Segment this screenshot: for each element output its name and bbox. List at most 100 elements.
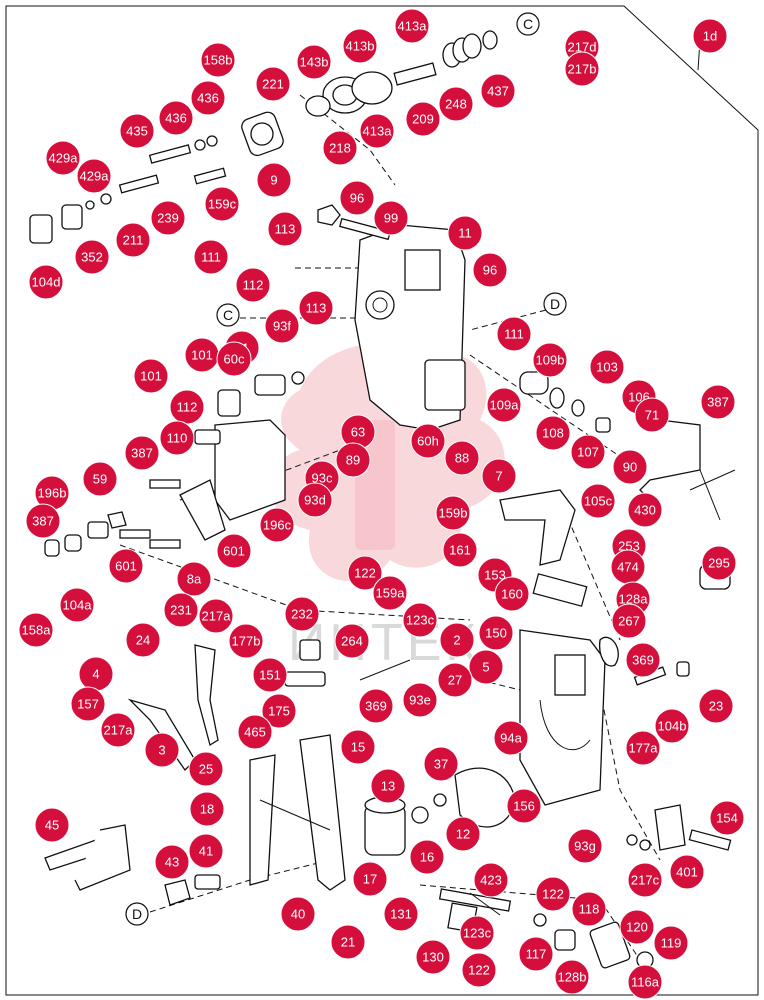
part-callout-107: 107 [570, 434, 606, 470]
part-callout-label: 143b [300, 55, 329, 70]
reference-marker-d-right: D [543, 292, 567, 316]
svg-text:D: D [550, 296, 560, 312]
part-callout-119: 119 [653, 925, 689, 961]
part-callout-217a: 217a [100, 712, 136, 748]
part-callout-label: 369 [632, 653, 654, 668]
part-callout-369: 369 [358, 688, 394, 724]
part-callout-label: 119 [661, 936, 682, 951]
part-callout-label: 217a [202, 609, 232, 624]
part-callout-label: 159b [439, 506, 468, 521]
part-callout-label: 423 [480, 873, 502, 888]
part-callout-2: 2 [439, 622, 475, 658]
part-callout-label: 128b [558, 970, 587, 985]
part-callout-15: 15 [340, 729, 376, 765]
part-callout-161: 161 [442, 532, 478, 568]
part-callout-label: 387 [131, 446, 153, 461]
part-callout-label: 93d [304, 493, 326, 508]
part-callout-label: 18 [200, 802, 214, 817]
part-callout-label: 158b [204, 53, 233, 68]
part-callout-117: 117 [518, 936, 554, 972]
part-callout-157: 157 [70, 686, 106, 722]
part-callout-label: 111 [201, 250, 221, 265]
part-callout-label: 128a [619, 592, 649, 607]
part-callout-label: 159a [376, 586, 406, 601]
part-callout-27: 27 [437, 662, 473, 698]
part-callout-105c: 105c [580, 483, 616, 519]
part-callout-37: 37 [423, 746, 459, 782]
svg-text:C: C [223, 307, 233, 323]
part-callout-23: 23 [698, 688, 734, 724]
part-callout-154: 154 [709, 800, 745, 836]
part-callout-label: 123c [463, 926, 492, 941]
part-callout-label: 112 [243, 278, 264, 293]
part-callout-413a: 413a [359, 113, 395, 149]
part-callout-label: 465 [244, 725, 266, 740]
part-callout-label: 369 [365, 699, 387, 714]
part-callout-label: 217a [104, 723, 134, 738]
part-callout-label: 217d [568, 40, 597, 55]
part-callout-122: 122 [461, 952, 497, 988]
part-callout-label: 4 [92, 667, 99, 682]
part-callout-435: 435 [119, 113, 155, 149]
part-callout-413b: 413b [342, 28, 378, 64]
part-callout-41: 41 [188, 833, 224, 869]
part-callout-label: 157 [77, 697, 99, 712]
part-callout-211: 211 [115, 222, 151, 258]
part-callout-209: 209 [405, 101, 441, 137]
part-callout-label: 23 [709, 699, 723, 714]
part-callout-401: 401 [669, 854, 705, 890]
part-callout-437: 437 [480, 73, 516, 109]
part-callout-label: 122 [354, 566, 376, 581]
part-callout-label: 93g [574, 839, 596, 854]
part-callout-label: 113 [275, 222, 296, 237]
part-callout-label: 8a [187, 572, 202, 587]
part-callout-436: 436 [158, 100, 194, 136]
part-callout-label: 120 [626, 920, 648, 935]
part-callout-232: 232 [284, 596, 320, 632]
part-callout-177a: 177a [625, 730, 661, 766]
part-callout-21: 21 [330, 924, 366, 960]
part-callout-label: 218 [329, 141, 351, 156]
part-callout-264: 264 [334, 623, 370, 659]
part-callout-387: 387 [124, 435, 160, 471]
part-callout-label: 59 [93, 472, 107, 487]
part-callout-109b: 109b [532, 342, 568, 378]
part-callout-label: 177a [629, 741, 659, 756]
part-callout-71: 71 [634, 397, 670, 433]
part-callout-118: 118 [571, 891, 607, 927]
part-callout-59: 59 [82, 461, 118, 497]
part-callout-label: 40 [291, 907, 305, 922]
part-callout-18: 18 [189, 791, 225, 827]
part-callout-label: 352 [81, 250, 103, 265]
part-callout-label: 3 [158, 743, 165, 758]
part-callout-label: 101 [191, 348, 213, 363]
part-callout-120: 120 [619, 909, 655, 945]
part-callout-label: 209 [412, 112, 434, 127]
part-callout-label: 437 [487, 84, 509, 99]
part-callout-1d: 1d [692, 18, 728, 54]
part-callout-label: 89 [346, 453, 360, 468]
part-callout-4: 4 [78, 656, 114, 692]
part-callout-89: 89 [335, 442, 371, 478]
part-callout-12: 12 [445, 816, 481, 852]
part-callout-60c: 60c [216, 341, 252, 377]
part-callout-label: 264 [341, 634, 363, 649]
reference-marker-c-middle: C [216, 303, 240, 327]
part-callout-label: 93e [409, 693, 431, 708]
part-callout-label: 217c [631, 873, 660, 888]
part-callout-387: 387 [25, 503, 61, 539]
part-callout-label: 13 [381, 779, 395, 794]
part-callout-label: 175 [268, 704, 290, 719]
part-callout-label: 123c [406, 613, 435, 628]
part-callout-label: 108 [542, 426, 564, 441]
part-callout-label: 45 [45, 818, 59, 833]
part-callout-label: 96 [350, 191, 364, 206]
part-callout-label: 60h [417, 434, 439, 449]
reference-marker-d-bottom: D [125, 902, 149, 926]
part-callout-45: 45 [34, 807, 70, 843]
part-callout-101: 101 [184, 337, 220, 373]
part-callout-label: 111 [504, 327, 524, 342]
part-callout-label: 96 [483, 263, 497, 278]
part-callout-label: 101 [140, 369, 162, 384]
